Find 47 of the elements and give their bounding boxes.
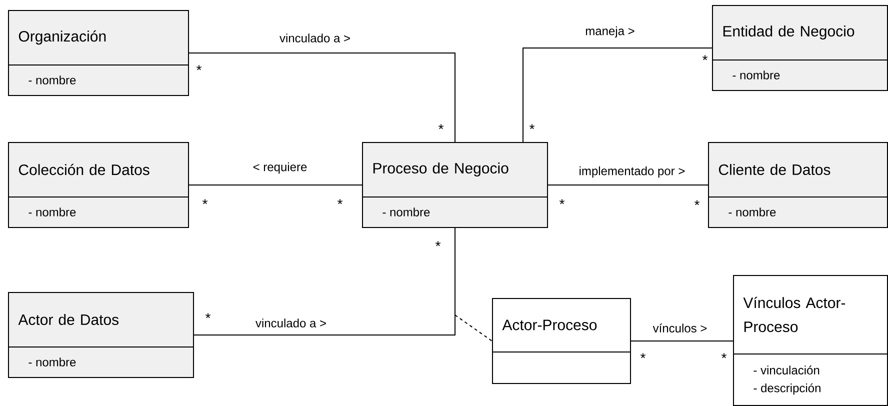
class-box <box>732 275 888 406</box>
attribute-text: - nombre <box>728 208 776 216</box>
class-name: Actor-Proceso <box>502 320 597 330</box>
multiplicity: * <box>196 65 202 70</box>
multiplicity: * <box>338 199 343 204</box>
multiplicity: * <box>436 241 441 246</box>
multiplicity: * <box>438 124 444 130</box>
edge-label: vinculado a > <box>278 32 352 44</box>
association-line <box>630 340 734 342</box>
class-name: Organización <box>18 30 106 45</box>
class-box <box>492 298 631 384</box>
class-name: Cliente de Datos <box>718 164 830 175</box>
edge-label: maneja > <box>584 25 636 39</box>
association-line <box>548 184 708 186</box>
class-name: Colección de Datos <box>18 164 150 176</box>
attribute-text: - vinculación <box>754 366 820 374</box>
edge-label: < requiere <box>252 161 308 175</box>
attribute-text: - nombre <box>732 70 780 80</box>
association-line <box>188 184 362 186</box>
multiplicity: * <box>202 199 208 204</box>
multiplicity: * <box>640 353 646 358</box>
attribute-text: - nombre <box>28 358 76 366</box>
association-line <box>188 52 456 142</box>
class-box <box>8 142 189 228</box>
multiplicity: * <box>702 55 708 60</box>
class-name: Vínculos Actor-Proceso <box>743 296 846 332</box>
edge-label: implementado por > <box>578 165 686 179</box>
multiplicity: * <box>722 353 727 358</box>
class-box <box>712 5 888 91</box>
class-name: Proceso de Negocio <box>373 162 508 176</box>
class-name: Entidad de Negocio <box>723 26 854 40</box>
edge-label: vínculos > <box>652 322 708 334</box>
attribute-text: - nombre <box>28 208 76 216</box>
multiplicity: * <box>560 199 565 204</box>
attribute-text: - nombre <box>28 76 76 84</box>
association-line <box>522 48 712 142</box>
class-name: Actor de Datos <box>18 314 119 325</box>
class-box <box>8 10 189 96</box>
class-box <box>708 142 888 228</box>
association-class-line <box>454 314 492 342</box>
edge-label: vinculado a > <box>254 318 328 328</box>
class-box <box>362 142 548 228</box>
association-line <box>194 228 456 336</box>
attribute-text: - descripción <box>754 383 820 395</box>
class-box <box>8 292 194 378</box>
attribute-text: - nombre <box>382 208 430 216</box>
multiplicity: * <box>530 124 535 130</box>
